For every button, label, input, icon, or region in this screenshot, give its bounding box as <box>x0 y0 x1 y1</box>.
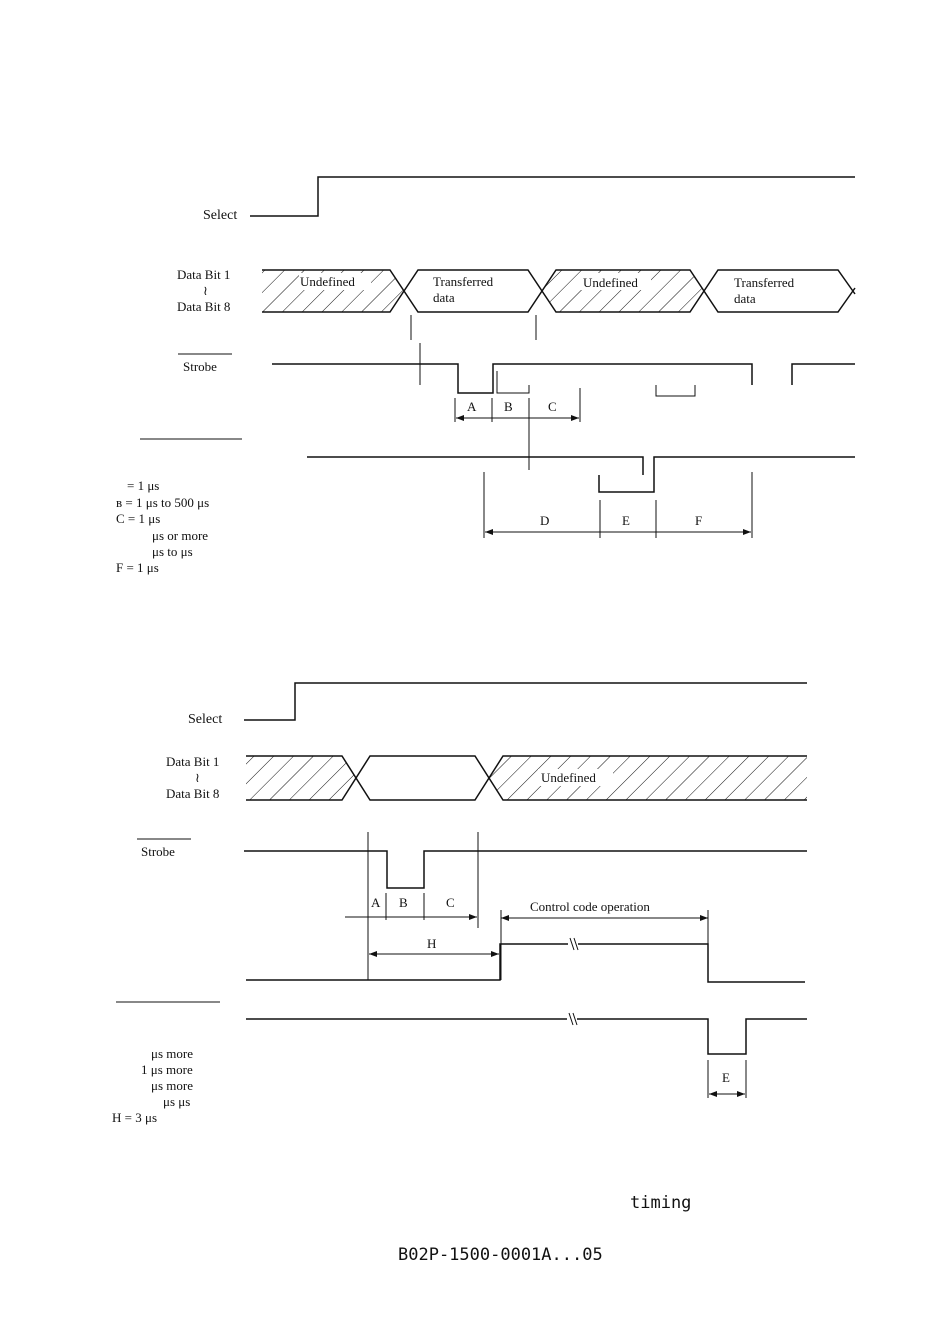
select-waveform-2 <box>244 682 807 721</box>
data-bit-tilde-2: ≀ <box>195 770 200 785</box>
strobe-waveform-1 <box>272 363 855 394</box>
interval-c-2: C <box>446 895 455 910</box>
interval-h-2: H <box>427 936 436 951</box>
diagram-1: Select Data Bit 1 ≀ Data Bit 8 Undefined… <box>116 176 856 575</box>
note-1-2: ʙ = 1 μs to 500 μs <box>116 495 209 510</box>
strobe-pulse-markers-1 <box>496 371 696 397</box>
interval-a-2: A <box>371 895 381 910</box>
ack-waveform-1 <box>307 456 855 493</box>
busy-waveform-2 <box>246 943 805 983</box>
undefined-region-2a <box>246 756 356 800</box>
undefined-region-2b <box>489 756 807 800</box>
interval-b-1: B <box>504 399 513 414</box>
note-1-6: F = 1 μs <box>116 560 159 575</box>
control-code-operation-label: Control code operation <box>530 899 650 914</box>
caption-timing: timing <box>630 1193 691 1213</box>
undefined-label-1b: Undefined <box>583 275 638 290</box>
data-bit-tilde-1: ≀ <box>203 283 208 298</box>
transferred-label-1a: Transferred <box>433 274 494 289</box>
data-bus-waveform-2 <box>246 755 807 801</box>
transferred-label-1b: Transferred <box>734 275 795 290</box>
transferred-data-label-1b: data <box>734 291 756 306</box>
note-2-5: H = 3 μs <box>112 1110 157 1125</box>
transferred-data-label-1a: data <box>433 290 455 305</box>
note-2-4: μs μs <box>163 1094 190 1109</box>
select-label-2: Select <box>188 712 222 727</box>
note-1-4: μs or more <box>152 528 208 543</box>
data-bit-1-label-2: Data Bit 1 <box>166 754 219 769</box>
data-bit-8-label-2: Data Bit 8 <box>166 786 219 801</box>
note-2-1: μs more <box>151 1046 193 1061</box>
data-bit-1-label-1: Data Bit 1 <box>177 267 230 282</box>
note-2-2: 1 μs more <box>141 1062 193 1077</box>
interval-b-2: B <box>399 895 408 910</box>
interval-c-1: C <box>548 399 557 414</box>
ack-waveform-2 <box>246 1018 807 1055</box>
interval-e-1: E <box>622 513 630 528</box>
document-id: B02P-1500-0001A...05 <box>398 1245 603 1265</box>
interval-a-1: A <box>467 399 477 414</box>
note-1-5: μs to μs <box>152 544 193 559</box>
undefined-label-1a: Undefined <box>300 274 355 289</box>
data-bus-waveform-1 <box>262 269 856 313</box>
interval-d-1: D <box>540 513 549 528</box>
strobe-label-1: Strobe <box>183 359 217 374</box>
select-label-1: Select <box>203 208 237 223</box>
note-2-3: μs more <box>151 1078 193 1093</box>
note-1-3: C = 1 μs <box>116 511 160 526</box>
interval-e-2: E <box>722 1070 730 1085</box>
note-1-1: = 1 μs <box>127 478 159 493</box>
strobe-waveform-2 <box>244 850 807 889</box>
select-waveform-1 <box>250 176 855 217</box>
diagram-2: Select Data Bit 1 ≀ Data Bit 8 Undefined… <box>112 682 807 1125</box>
undefined-label-2: Undefined <box>541 770 596 785</box>
interval-f-1: F <box>695 513 702 528</box>
strobe-label-2: Strobe <box>141 844 175 859</box>
data-bit-8-label-1: Data Bit 8 <box>177 299 230 314</box>
